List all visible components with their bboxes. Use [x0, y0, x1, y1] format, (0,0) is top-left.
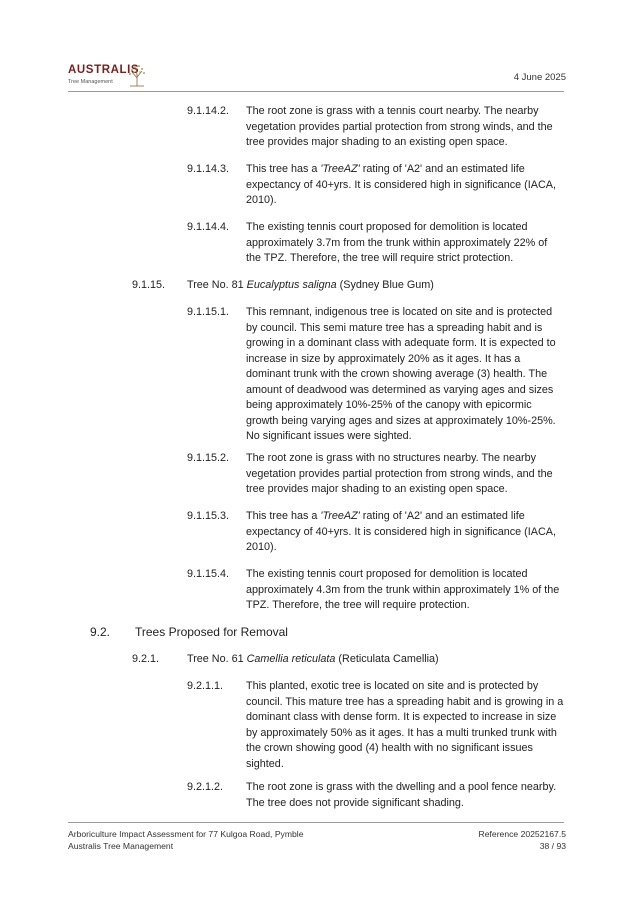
section-number: 9.1.14.2.: [187, 105, 230, 117]
section-number: 9.1.14.4.: [187, 221, 230, 233]
text-run: (Sydney Blue Gum): [336, 279, 434, 291]
section-number: 9.1.15.: [132, 279, 166, 291]
section-heading: Tree No. 81 Eucalyptus saligna (Sydney B…: [187, 278, 567, 294]
section-number: 9.1.15.3.: [187, 510, 230, 522]
species-name: Camellia reticulata: [246, 653, 336, 665]
section-number: 9.2.: [90, 625, 111, 639]
text-run: This tree has a: [246, 510, 321, 522]
header-rule: [68, 91, 564, 92]
paragraph: The existing tennis court proposed for d…: [246, 221, 548, 264]
section-number: 9.1.15.1.: [187, 306, 230, 318]
paragraph: This planted, exotic tree is located on …: [246, 680, 564, 770]
footer-reference: Reference 20252167.5: [478, 829, 566, 839]
section-number: 9.2.1.2.: [187, 781, 224, 793]
footer-page-number: 38 / 93: [539, 841, 566, 851]
paragraph: This remnant, indigenous tree is located…: [246, 306, 556, 442]
paragraph: The root zone is grass with the dwelling…: [246, 781, 557, 809]
paragraph: The existing tennis court proposed for d…: [246, 568, 560, 611]
paragraph: The root zone is grass with a tennis cou…: [246, 105, 553, 148]
section-number: 9.1.14.3.: [187, 163, 230, 175]
footer-company: Australis Tree Management: [68, 841, 174, 851]
section-number: 9.1.15.2.: [187, 452, 230, 464]
paragraph: The root zone is grass with no structure…: [246, 452, 553, 495]
text-run: rating of 'A2' and an estimated life exp…: [246, 163, 556, 206]
footer-rule: [68, 822, 564, 823]
logo-name: AUSTRALIS: [68, 64, 140, 76]
paragraph: This tree has a 'TreeAZ' rating of 'A2' …: [246, 509, 564, 556]
tree-logo-icon: [129, 65, 145, 87]
species-name: Eucalyptus saligna: [246, 279, 337, 291]
section-number: 9.2.1.1.: [187, 680, 224, 692]
logo-subtitle: Tree Management: [68, 79, 113, 85]
emphasis: 'TreeAZ': [320, 163, 360, 175]
header-date: 4 June 2025: [513, 72, 566, 83]
text-run: (Reticulata Camellia): [335, 653, 439, 665]
footer-document-title: Arboriculture Impact Assessment for 77 K…: [68, 829, 304, 839]
text-run: Tree No. 81: [187, 279, 247, 291]
emphasis: 'TreeAZ': [320, 510, 360, 522]
text-run: Tree No. 61: [187, 653, 247, 665]
text-run: rating of 'A2' and an estimated life exp…: [246, 510, 556, 553]
section-heading: Tree No. 61 Camellia reticulata (Reticul…: [187, 652, 567, 668]
paragraph: This tree has a 'TreeAZ' rating of 'A2' …: [246, 162, 564, 209]
section-number: 9.1.15.4.: [187, 568, 230, 580]
section-number: 9.2.1.: [132, 653, 160, 665]
text-run: This tree has a: [246, 163, 321, 175]
section-heading: Trees Proposed for Removal: [135, 625, 288, 639]
